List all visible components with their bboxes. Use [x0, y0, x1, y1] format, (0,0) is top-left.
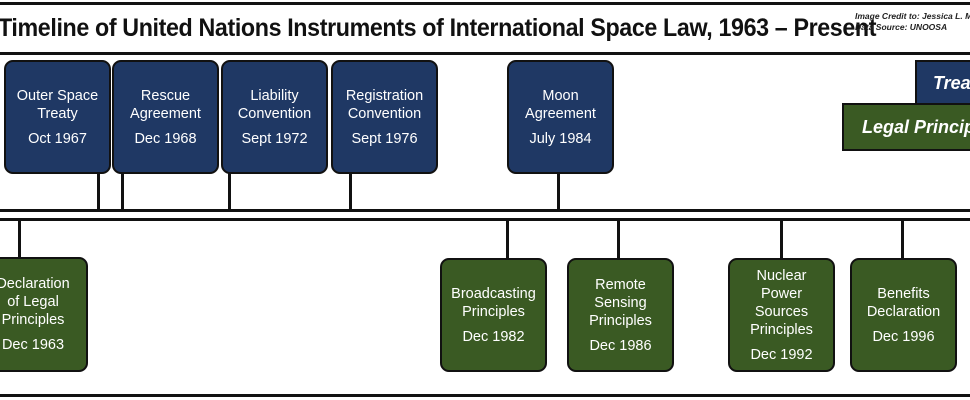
treaty-date: Sept 1972	[241, 130, 308, 147]
principle-name: Nuclear Power Sources Principles	[750, 267, 813, 338]
principle-name: Remote Sensing Principles	[589, 276, 652, 329]
treaty-box-moon-agreement: Moon Agreement July 1984	[507, 60, 614, 174]
treaty-date: Dec 1968	[134, 130, 197, 147]
principle-name: Broadcasting Principles	[451, 285, 536, 320]
principle-date: Dec 1996	[872, 328, 935, 345]
timeline-line-upper	[0, 209, 970, 212]
principle-name: Benefits Declaration	[866, 285, 941, 320]
treaty-box-rescue-agreement: Rescue Agreement Dec 1968	[112, 60, 219, 174]
connector-remote-sensing-principles	[617, 220, 620, 260]
principle-box-broadcasting-principles: Broadcasting Principles Dec 1982	[440, 258, 547, 372]
connector-benefits-declaration	[901, 220, 904, 260]
top-border	[0, 2, 970, 5]
treaty-box-liability-convention: Liability Convention Sept 1972	[221, 60, 328, 174]
data-source-line: Data Source: UNOOSA	[855, 22, 948, 32]
credit-note: Image Credit to: Jessica L. M Data Sourc…	[855, 11, 970, 33]
header-divider	[0, 52, 970, 55]
principle-date: Dec 1963	[1, 337, 65, 353]
treaty-box-outer-space-treaty: Outer Space Treaty Oct 1967	[4, 60, 111, 174]
connector-broadcasting-principles	[506, 220, 509, 260]
principle-box-nuclear-power-sources-principles: Nuclear Power Sources Principles Dec 199…	[728, 258, 835, 372]
principle-box-declaration-legal-principles: Declaration of Legal Principles Dec 1963	[0, 257, 88, 372]
connector-declaration-legal-principles	[18, 220, 21, 258]
treaty-name: Outer Space Treaty	[16, 87, 99, 122]
principle-date: Dec 1992	[750, 346, 813, 363]
treaty-name: Rescue Agreement	[130, 87, 201, 122]
timeline-line-lower	[0, 218, 970, 221]
connector-liability-convention	[228, 172, 231, 210]
principle-name: Declaration of Legal Principles	[0, 276, 70, 328]
connector-registration-convention	[349, 172, 352, 210]
bottom-border	[0, 394, 970, 397]
treaty-box-registration-convention: Registration Convention Sept 1976	[331, 60, 438, 174]
treaty-date: July 1984	[529, 130, 592, 147]
principle-box-benefits-declaration: Benefits Declaration Dec 1996	[850, 258, 957, 372]
connector-nuclear-power-principles	[780, 220, 783, 260]
treaty-date: Oct 1967	[28, 130, 87, 147]
connector-outer-space-treaty	[97, 172, 100, 210]
principle-date: Dec 1986	[589, 337, 652, 354]
treaty-name: Moon Agreement	[525, 87, 596, 122]
treaty-name: Liability Convention	[237, 87, 312, 122]
credit-line: Image Credit to: Jessica L. M	[855, 11, 970, 21]
principle-date: Dec 1982	[462, 328, 525, 345]
connector-moon-agreement	[557, 172, 560, 210]
page-title: Timeline of United Nations Instruments o…	[0, 14, 877, 42]
treaty-date: Sept 1976	[351, 130, 418, 147]
connector-rescue-agreement	[121, 172, 124, 210]
treaty-name: Registration Convention	[345, 87, 424, 122]
principle-box-remote-sensing-principles: Remote Sensing Principles Dec 1986	[567, 258, 674, 372]
legend-treaties: Treaties	[915, 60, 970, 106]
legend-legal-principles: Legal Principles	[842, 103, 970, 151]
